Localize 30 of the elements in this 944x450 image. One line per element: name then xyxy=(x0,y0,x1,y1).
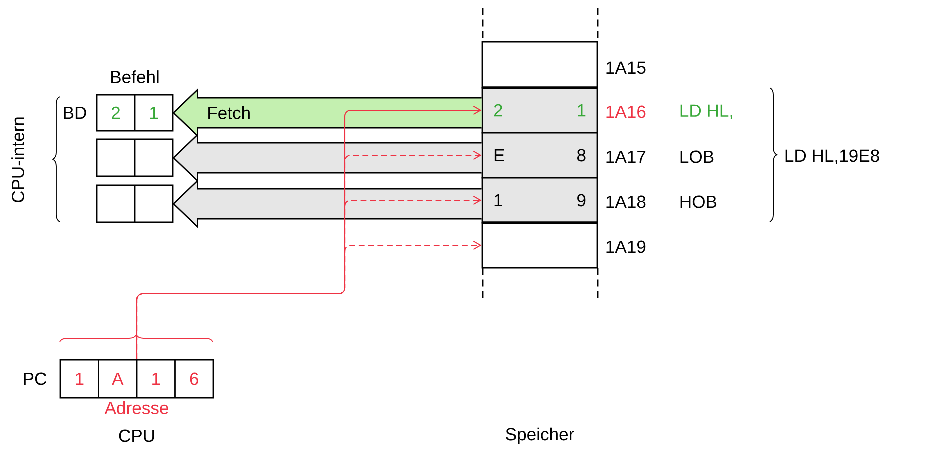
register-box xyxy=(96,138,174,178)
mnemonic-label: LOB xyxy=(680,150,714,164)
bus-arrow xyxy=(172,88,482,138)
caption-label: Befehl xyxy=(112,70,159,84)
register-box: 1 A 1 6 xyxy=(60,359,214,399)
register-name: BD xyxy=(64,106,86,120)
register-name: PC xyxy=(24,372,47,386)
caption-label: Speicher xyxy=(506,428,574,444)
memory-cell: 1 9 xyxy=(482,177,598,224)
bus-arrow xyxy=(172,133,482,183)
address-label: 1A18 xyxy=(606,196,646,208)
address-label: 1A19 xyxy=(606,240,646,254)
memory-cell xyxy=(482,222,598,269)
address-label: 1A17 xyxy=(606,150,646,164)
address-line xyxy=(136,106,482,360)
caption-label: Adresse xyxy=(104,402,168,414)
bus-arrow xyxy=(172,179,482,229)
register-box: 2 1 xyxy=(96,94,174,132)
address-label: 1A15 xyxy=(606,62,646,74)
caption-label: LD HL,19E8 xyxy=(786,150,880,164)
register-box xyxy=(96,184,174,224)
edge-label: Fetch xyxy=(206,105,252,121)
memory-cell: E 8 xyxy=(482,132,598,179)
mnemonic-label: HOB xyxy=(680,196,717,208)
caption-label: CPU xyxy=(119,430,154,442)
memory-cell xyxy=(482,41,598,89)
caption-label: CPU-intern xyxy=(12,118,24,203)
memory-cell: 2 1 xyxy=(482,87,598,134)
mnemonic-label: LD HL, xyxy=(680,104,732,120)
address-label: 1A16 xyxy=(606,106,646,118)
